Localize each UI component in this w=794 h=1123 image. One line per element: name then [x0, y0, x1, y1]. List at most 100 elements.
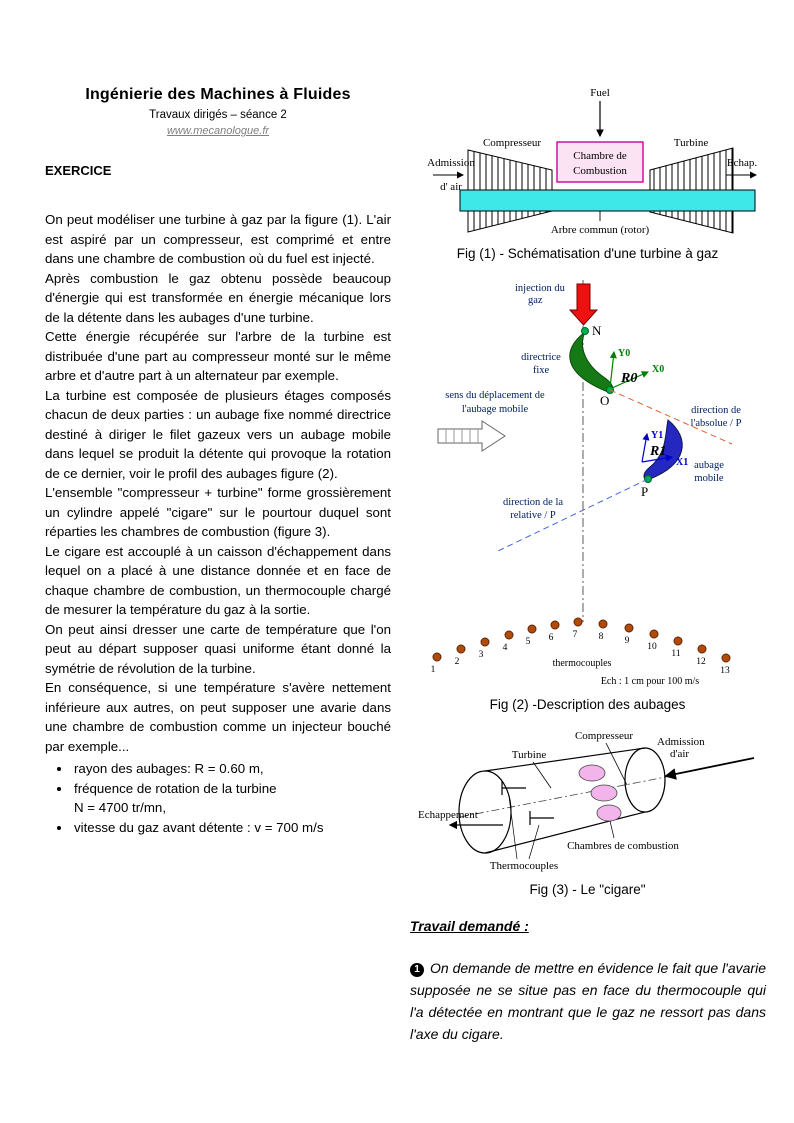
- exercise-heading: EXERCICE: [45, 163, 112, 178]
- blade-motion-label: sens du déplacement de: [445, 390, 545, 401]
- thermocouple-dot: [649, 629, 659, 639]
- x1-axis: [641, 454, 674, 463]
- r0-label: R0: [620, 371, 637, 386]
- thermocouple-dot: [480, 637, 490, 647]
- turbine-label: Turbine: [512, 749, 547, 761]
- thermocouple-number: 5: [526, 637, 531, 647]
- absolute-direction-line: [609, 389, 733, 445]
- y0-label: Y0: [618, 348, 630, 359]
- paragraph-4: La turbine est composée de plusieurs éta…: [45, 387, 391, 481]
- thermocouple-leader-line: [528, 824, 540, 860]
- thermocouples-label: thermocouples: [553, 658, 612, 669]
- paragraph-6: Le cigare est accouplé à un caisson d'éc…: [45, 543, 391, 618]
- relative-direction-label: relative / P: [510, 510, 556, 521]
- air-inlet-label: d'air: [670, 748, 689, 760]
- x0-axis: [611, 371, 649, 389]
- thermocouple-dot: [721, 653, 731, 663]
- gas-injection-arrow: [568, 283, 599, 326]
- chambers-leader-line: [609, 820, 615, 839]
- scale-label: Ech : 1 cm pour 100 m/s: [601, 676, 699, 687]
- thermocouple-number: 6: [549, 633, 554, 643]
- absolute-direction-label: direction de: [691, 405, 741, 416]
- figure-1-turbine-schematic: Fuel Chambre de Combustion Compresseur T…: [427, 87, 757, 236]
- compressor-leader-line: [605, 742, 628, 786]
- x1-label: X1: [676, 457, 688, 468]
- paragraph-1: On peut modéliser une turbine à gaz par …: [45, 212, 391, 266]
- x0-label: X0: [652, 364, 664, 375]
- website-link[interactable]: www.mecanologue.fr: [166, 125, 270, 137]
- combustion-chamber-box: [556, 141, 644, 183]
- thermocouple-number: 12: [696, 657, 706, 667]
- paragraph-8: En conséquence, si une température s'avè…: [45, 680, 391, 754]
- point-n-dot: [581, 327, 589, 335]
- relative-direction-line: [497, 478, 649, 552]
- bullet-text: fréquence de rotation de la turbine: [74, 780, 277, 796]
- point-o-label: O: [600, 393, 609, 408]
- fuel-label: Fuel: [590, 87, 610, 99]
- thermocouple-number: 4: [503, 643, 508, 653]
- turbine-label: Turbine: [674, 137, 709, 149]
- thermocouple-number: 9: [625, 636, 630, 646]
- mobile-blade-label: mobile: [694, 473, 724, 484]
- turbine-leader-line: [532, 761, 552, 789]
- list-item: vitesse du gaz avant détente : v = 700 m…: [72, 818, 391, 838]
- page-title: Ingénierie des Machines à Fluides: [85, 86, 351, 103]
- thermocouple-dot: [527, 624, 537, 634]
- thermocouple-number: 13: [720, 666, 730, 676]
- exhaust-label: Echap.: [727, 157, 757, 169]
- chamber-label: Chambre de: [573, 150, 627, 162]
- admission-label: Admission: [427, 157, 475, 169]
- rotor-shaft: [459, 189, 756, 212]
- injection-label: gaz: [528, 295, 543, 306]
- air-inlet-arrow: [664, 757, 755, 780]
- thermocouple-number: 11: [671, 649, 680, 659]
- circled-one-icon: 1: [410, 963, 424, 977]
- thermocouple-dot: [504, 630, 514, 640]
- combustion-chambers: [578, 764, 622, 822]
- thermocouple-dot: [432, 652, 442, 662]
- thermocouple-number: 10: [647, 642, 657, 652]
- thermocouple-number: 1: [431, 665, 436, 675]
- fixed-blade-label: fixe: [533, 365, 550, 376]
- thermocouple-number: 3: [479, 650, 484, 660]
- compressor-label: Compresseur: [575, 730, 633, 742]
- chambers-label: Chambres de combustion: [567, 840, 679, 852]
- relative-direction-label: direction de la: [503, 497, 563, 508]
- paragraph-2: Après combustion le gaz obtenu possède b…: [45, 270, 391, 325]
- absolute-direction-label: l'absolue / P: [691, 418, 742, 429]
- point-n-label: N: [592, 323, 602, 338]
- figure-3-caption: Fig (3) - Le "cigare": [529, 882, 646, 897]
- bullet-text: vitesse du gaz avant détente : v = 700 m…: [74, 819, 324, 835]
- thermocouple-dot: [550, 620, 560, 630]
- figure-2-blade-diagram: injection du gaz N directrice fixe Y0 X0…: [431, 280, 742, 687]
- left-column: Ingénierie des Machines à Fluides Travau…: [45, 86, 391, 837]
- exercise-body: On peut modéliser une turbine à gaz par …: [45, 210, 391, 756]
- cigar-axis-line: [459, 775, 672, 818]
- thermocouple-dot: [598, 619, 608, 629]
- figure-3-cigar-diagram: Compresseur Admission d'air Turbine Echa…: [418, 730, 755, 872]
- bullet-text: N = 4700 tr/mn,: [74, 800, 167, 815]
- thermocouple-dot: [456, 644, 466, 654]
- travail-item-text: On demande de mettre en évidence le fait…: [410, 960, 766, 1042]
- paragraph-5: L'ensemble "compresseur + turbine" forme…: [45, 485, 391, 539]
- thermocouple-leader-line: [508, 795, 518, 860]
- thermocouple-number: 7: [573, 630, 578, 640]
- point-p-label: P: [641, 484, 648, 499]
- cigar-body: [458, 747, 666, 854]
- r1-label: R1: [649, 444, 666, 459]
- figure-2-caption: Fig (2) -Description des aubages: [489, 697, 686, 712]
- y1-axis: [641, 432, 650, 463]
- paragraph-7: On peut ainsi dresser une carte de tempé…: [45, 621, 391, 676]
- thermocouple-dot: [673, 636, 683, 646]
- figure-1-caption: Fig (1) - Schématisation d'une turbine à…: [456, 246, 719, 261]
- blade-motion-label: l'aubage mobile: [462, 404, 529, 415]
- chamber-label: Combustion: [573, 165, 627, 177]
- blade-motion-block-arrow: [437, 420, 506, 452]
- air-inlet-label: Admission: [657, 736, 705, 748]
- title-block: Ingénierie des Machines à Fluides Travau…: [45, 86, 391, 139]
- shaft-label: Arbre commun (rotor): [551, 224, 650, 236]
- y0-axis: [609, 350, 617, 389]
- admission-label: d' air: [440, 181, 462, 193]
- list-item: fréquence de rotation de la turbine N = …: [72, 779, 391, 818]
